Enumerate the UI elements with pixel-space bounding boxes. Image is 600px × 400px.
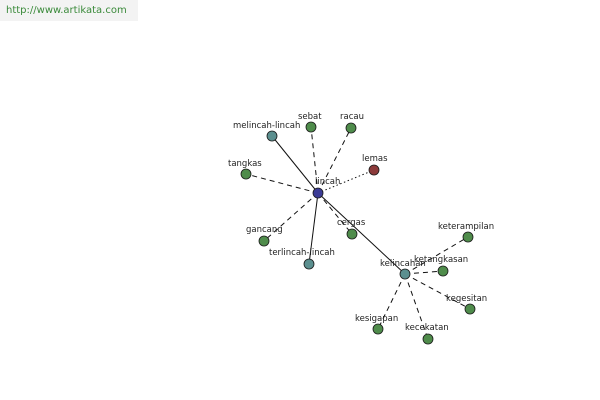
edge-kelincahan-kegesitan: [404, 273, 471, 310]
edge-kelincahan-kesigapan: [377, 273, 406, 330]
node-label-melincah-lincah[interactable]: melincah-lincah: [233, 121, 300, 131]
site-url-text[interactable]: http://www.artikata.com: [6, 5, 127, 16]
node-kelincahan[interactable]: [399, 268, 411, 280]
edge-lincah-terlincah-lincah: [308, 192, 319, 265]
node-sebat[interactable]: [305, 121, 317, 133]
node-melincah-lincah[interactable]: [266, 130, 278, 142]
node-lemas[interactable]: [368, 164, 380, 176]
edge-kelincahan-kecekatan: [404, 273, 429, 340]
node-kegesitan[interactable]: [464, 303, 476, 315]
node-lincah[interactable]: [312, 187, 324, 199]
node-label-tangkas[interactable]: tangkas: [228, 159, 262, 169]
node-label-lemas[interactable]: lemas: [362, 154, 388, 164]
edge-lincah-gancang: [263, 192, 319, 242]
edge-lincah-sebat: [310, 126, 319, 194]
node-layer: [240, 121, 476, 345]
label-layer: lincah melincah-lincah terlincah-lincah kel…: [228, 112, 494, 333]
node-keterampilan[interactable]: [462, 231, 474, 243]
node-label-terlincah-lincah[interactable]: terlincah-lincah: [269, 248, 335, 258]
node-label-ketangkasan[interactable]: ketangkasan: [414, 255, 468, 265]
node-ketangkasan[interactable]: [437, 265, 449, 277]
node-label-kesigapan[interactable]: kesigapan: [355, 314, 398, 324]
edge-layer: [245, 126, 471, 340]
edge-lincah-kelincahan: [317, 192, 406, 275]
node-terlincah-lincah[interactable]: [303, 258, 315, 270]
node-label-sebat[interactable]: sebat: [298, 112, 322, 122]
edge-lincah-melincah-lincah: [271, 135, 319, 194]
edge-lincah-tangkas: [245, 173, 319, 194]
edge-kelincahan-keterampilan: [404, 236, 469, 275]
node-kecekatan[interactable]: [422, 333, 434, 345]
node-tangkas[interactable]: [240, 168, 252, 180]
node-gancang[interactable]: [258, 235, 270, 247]
node-cergas[interactable]: [346, 228, 358, 240]
node-label-gancang[interactable]: gancang: [246, 225, 283, 235]
edge-lincah-racau: [317, 127, 352, 194]
node-label-keterampilan[interactable]: keterampilan: [438, 222, 494, 232]
node-kesigapan[interactable]: [372, 323, 384, 335]
node-label-kecekatan[interactable]: kecekatan: [405, 323, 449, 333]
node-label-cergas[interactable]: cergas: [337, 218, 366, 228]
node-label-kelincahan[interactable]: kelincahan: [380, 259, 426, 269]
node-racau[interactable]: [345, 122, 357, 134]
edge-kelincahan-ketangkasan: [404, 270, 444, 275]
node-label-racau[interactable]: racau: [340, 112, 364, 122]
node-label-lincah[interactable]: lincah: [315, 177, 340, 187]
node-label-kegesitan[interactable]: kegesitan: [446, 294, 487, 304]
site-url-watermark[interactable]: http://www.artikata.com: [0, 0, 138, 21]
